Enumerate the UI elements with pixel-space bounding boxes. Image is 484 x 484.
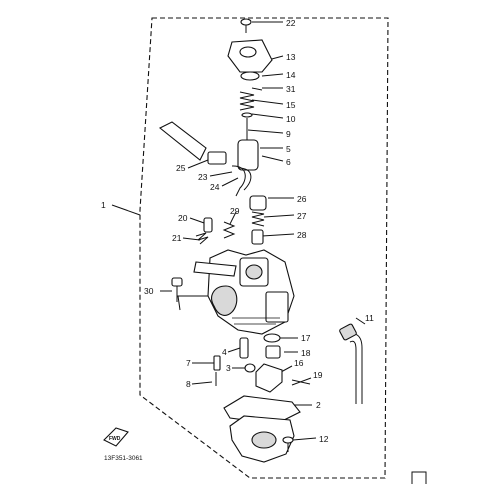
part-float-pin-19 bbox=[291, 379, 311, 385]
callout-4: 4 bbox=[222, 347, 227, 357]
part-jet-3 bbox=[244, 363, 256, 373]
assembly-boundary bbox=[139, 17, 389, 479]
fwd-direction-marker: FWD bbox=[103, 427, 129, 447]
callout-9: 9 bbox=[286, 129, 291, 139]
callout-24: 24 bbox=[210, 182, 220, 192]
part-gasket-14 bbox=[240, 71, 260, 81]
part-screw-28 bbox=[251, 229, 264, 245]
callout-14: 14 bbox=[286, 70, 296, 80]
callout-10: 10 bbox=[286, 114, 296, 124]
callout-16: 16 bbox=[294, 358, 304, 368]
part-screw-30 bbox=[171, 277, 183, 302]
callout-2: 2 bbox=[316, 400, 321, 410]
part-screw-12 bbox=[282, 436, 294, 452]
part-pilot-jet-7 bbox=[213, 355, 221, 371]
part-pipe-24 bbox=[231, 165, 246, 197]
callout-5: 5 bbox=[286, 144, 291, 154]
fwd-label: FWD bbox=[109, 436, 121, 442]
callout-6: 6 bbox=[286, 157, 291, 167]
callout-22: 22 bbox=[286, 18, 296, 28]
part-spring-27 bbox=[251, 211, 265, 227]
part-pin-31 bbox=[251, 87, 263, 91]
part-screw-22 bbox=[240, 18, 252, 33]
callout-13: 13 bbox=[286, 52, 296, 62]
callout-19: 19 bbox=[313, 370, 323, 380]
callout-17: 17 bbox=[301, 333, 311, 343]
catalog-code: 13F351-3061 bbox=[104, 455, 143, 462]
part-adjuster-26 bbox=[249, 195, 267, 211]
part-drain-bolt-18 bbox=[265, 345, 281, 359]
callout-30: 30 bbox=[144, 286, 154, 296]
part-jet-4 bbox=[239, 337, 249, 359]
callout-21: 21 bbox=[172, 233, 182, 243]
callout-7: 7 bbox=[186, 358, 191, 368]
callout-23: 23 bbox=[198, 172, 208, 182]
part-screw-20 bbox=[203, 217, 213, 233]
part-carburetor-body-1 bbox=[193, 249, 295, 335]
part-spring-21 bbox=[195, 232, 209, 245]
callout-12: 12 bbox=[319, 434, 329, 444]
part-washer-17 bbox=[263, 333, 281, 343]
part-nut-23 bbox=[207, 151, 227, 165]
part-spring-29 bbox=[222, 221, 236, 239]
callout-25: 25 bbox=[176, 163, 186, 173]
callout-27: 27 bbox=[297, 211, 307, 221]
callout-26: 26 bbox=[297, 194, 307, 204]
part-clip-10 bbox=[241, 112, 253, 118]
callout-31: 31 bbox=[286, 84, 296, 94]
callout-3: 3 bbox=[226, 363, 231, 373]
part-cable-cover-25 bbox=[158, 121, 207, 161]
part-overflow-hose-11 bbox=[343, 333, 363, 404]
callout-20: 20 bbox=[178, 213, 188, 223]
callout-18: 18 bbox=[301, 348, 311, 358]
callout-15: 15 bbox=[286, 100, 296, 110]
callout-1: 1 bbox=[101, 200, 106, 210]
part-spring-15 bbox=[239, 91, 255, 111]
part-throttle-valve-6 bbox=[237, 139, 259, 171]
corner-mark bbox=[411, 471, 427, 484]
callout-28: 28 bbox=[297, 230, 307, 240]
callout-29: 29 bbox=[230, 206, 240, 216]
callout-labels: 22 13 14 31 15 10 9 5 6 25 23 24 26 1 20… bbox=[101, 18, 374, 444]
leader-lines bbox=[111, 21, 366, 441]
callout-8: 8 bbox=[186, 379, 191, 389]
callout-11: 11 bbox=[365, 313, 374, 323]
part-float-16 bbox=[255, 363, 283, 393]
